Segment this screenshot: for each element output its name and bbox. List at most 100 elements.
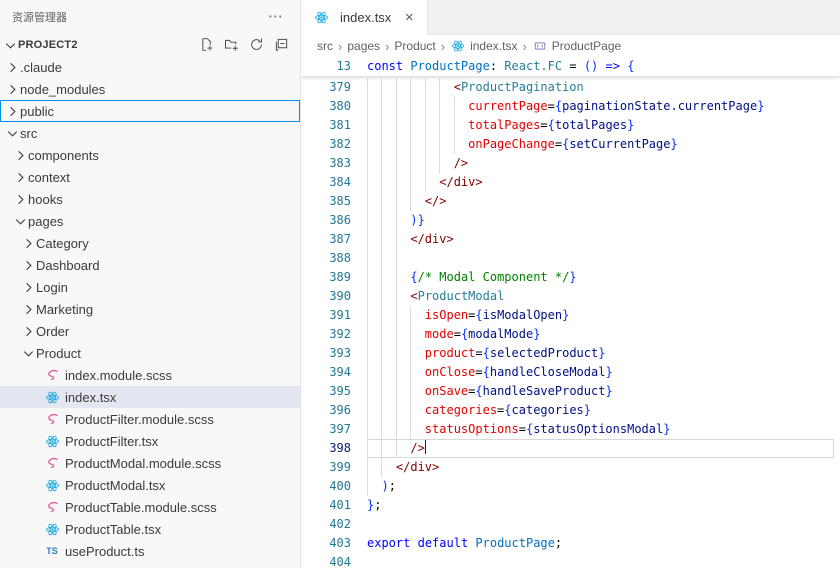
code-line-content[interactable]: mode={modalMode} [367, 325, 840, 344]
code-line-content[interactable]: {/* Modal Component */} [367, 268, 840, 287]
more-actions-icon[interactable]: ⋯ [268, 8, 284, 25]
tree-item-ProductFilter.module.scss[interactable]: ProductFilter.module.scss [0, 408, 300, 430]
tree-item-label: Dashboard [36, 257, 100, 273]
code-line-content[interactable]: ); [367, 477, 840, 496]
indent-guide [381, 458, 383, 477]
tree-item-public[interactable]: public [0, 100, 300, 122]
code-line-content[interactable]: product={selectedProduct} [367, 344, 840, 363]
code-line-content[interactable]: onSave={handleSaveProduct} [367, 382, 840, 401]
breadcrumb-item-productpage[interactable]: ProductPage [532, 38, 621, 54]
indent-guide [395, 135, 397, 154]
breadcrumb-item-pages[interactable]: pages [347, 39, 380, 53]
tree-item-index.tsx[interactable]: index.tsx [0, 386, 300, 408]
code-line-content[interactable]: statusOptions={statusOptionsModal} [367, 420, 840, 439]
code-line-402: 402 [301, 515, 840, 534]
indent-guide [367, 249, 368, 268]
code-line-content[interactable] [367, 515, 840, 534]
code-line-content[interactable]: /> [367, 439, 834, 458]
tree-item-label: public [20, 103, 54, 119]
tab-index-tsx[interactable]: index.tsx × [301, 0, 429, 35]
code-line-content[interactable]: const ProductPage: React.FC = () => { [367, 59, 635, 73]
tree-item-ProductModal.module.scss[interactable]: ProductModal.module.scss [0, 452, 300, 474]
new-folder-icon[interactable] [224, 37, 240, 53]
tree-item-hooks[interactable]: hooks [0, 188, 300, 210]
tree-item-.claude[interactable]: .claude [0, 56, 300, 78]
tree-item-Product[interactable]: Product [0, 342, 300, 364]
indent-guide [410, 97, 412, 116]
tree-item-label: pages [28, 213, 64, 229]
code-line-content[interactable]: <ProductModal [367, 287, 840, 306]
scss-icon [44, 411, 60, 427]
tree-item-Login[interactable]: Login [0, 276, 300, 298]
code-line-content[interactable]: onClose={handleCloseModal} [367, 363, 840, 382]
tree-item-node_modules[interactable]: node_modules [0, 78, 300, 100]
line-number: 396 [329, 403, 351, 417]
code-line-content[interactable]: categories={categories} [367, 401, 840, 420]
explorer-toolbar [199, 37, 290, 53]
collapse-all-icon[interactable] [274, 37, 290, 53]
react-icon [313, 9, 329, 25]
code-line-379: 379 <ProductPagination [301, 78, 840, 97]
code-line-content[interactable]: currentPage={paginationState.currentPage… [367, 97, 840, 116]
code-line-content[interactable]: </div> [367, 173, 840, 192]
tree-item-Marketing[interactable]: Marketing [0, 298, 300, 320]
code-line-content[interactable]: <ProductPagination [367, 78, 840, 97]
code-line-content[interactable]: </div> [367, 230, 840, 249]
code-line-390: 390 <ProductModal [301, 287, 840, 306]
code-line-398: 398 /> [301, 439, 840, 458]
breadcrumb-item-index-tsx[interactable]: index.tsx [450, 38, 517, 54]
chevron-right-icon [20, 323, 36, 339]
code-line-393: 393 product={selectedProduct} [301, 344, 840, 363]
code-line-content[interactable]: }; [367, 498, 382, 512]
code-line-content[interactable]: </> [367, 192, 840, 211]
code-line-content[interactable]: export default ProductPage; [367, 536, 563, 550]
tree-item-Dashboard[interactable]: Dashboard [0, 254, 300, 276]
chevron-right-icon [20, 301, 36, 317]
tree-item-index.module.scss[interactable]: index.module.scss [0, 364, 300, 386]
tree-item-ProductFilter.tsx[interactable]: ProductFilter.tsx [0, 430, 300, 452]
code-line-content[interactable]: )} [367, 211, 840, 230]
breadcrumb-item-src[interactable]: src [317, 39, 333, 53]
breadcrumb-item-product[interactable]: Product [394, 39, 435, 53]
new-file-icon[interactable] [199, 37, 215, 53]
tree-item-label: components [28, 147, 99, 163]
code-line-content[interactable]: totalPages={totalPages} [367, 116, 840, 135]
tree-item-ProductModal.tsx[interactable]: ProductModal.tsx [0, 474, 300, 496]
project-section-header[interactable]: PROJECT2 [0, 34, 300, 56]
tree-item-Category[interactable]: Category [0, 232, 300, 254]
indent-spacer [28, 411, 44, 427]
breadcrumb-label: pages [347, 39, 381, 53]
react-icon [44, 521, 60, 537]
tree-item-Order[interactable]: Order [0, 320, 300, 342]
tree-item-ProductTable.module.scss[interactable]: ProductTable.module.scss [0, 496, 300, 518]
close-icon[interactable]: × [404, 8, 414, 26]
tree-item-label: Marketing [36, 301, 94, 317]
indent-guide [395, 230, 397, 249]
code-line-content[interactable]: isOpen={isModalOpen} [367, 306, 840, 325]
indent-guide [381, 325, 383, 344]
tree-item-context[interactable]: context [0, 166, 300, 188]
chevron-down-icon [12, 213, 28, 229]
indent-guide [395, 97, 397, 116]
code-line-391: 391 isOpen={isModalOpen} [301, 306, 840, 325]
code-line-content[interactable] [367, 249, 840, 268]
code-line-content[interactable]: </div> [367, 458, 840, 477]
tree-item-pages[interactable]: pages [0, 210, 300, 232]
code-line-content[interactable]: onPageChange={setCurrentPage} [367, 135, 840, 154]
code-line-content[interactable]: /> [367, 154, 840, 173]
refresh-icon[interactable] [249, 37, 265, 53]
tree-item-src[interactable]: src [0, 122, 300, 144]
editor-area: index.tsx × src › pages › Product › inde… [301, 0, 840, 568]
tree-item-label: ProductModal.tsx [65, 477, 166, 493]
line-number: 398 [329, 441, 351, 455]
tree-item-ProductTable.tsx[interactable]: ProductTable.tsx [0, 518, 300, 540]
tree-item-components[interactable]: components [0, 144, 300, 166]
chevron-right-icon [4, 81, 20, 97]
indent-guide [367, 401, 368, 420]
code-line-399: 399 </div> [301, 458, 840, 477]
indent-guide [367, 154, 368, 173]
code-line-content[interactable] [367, 553, 840, 568]
